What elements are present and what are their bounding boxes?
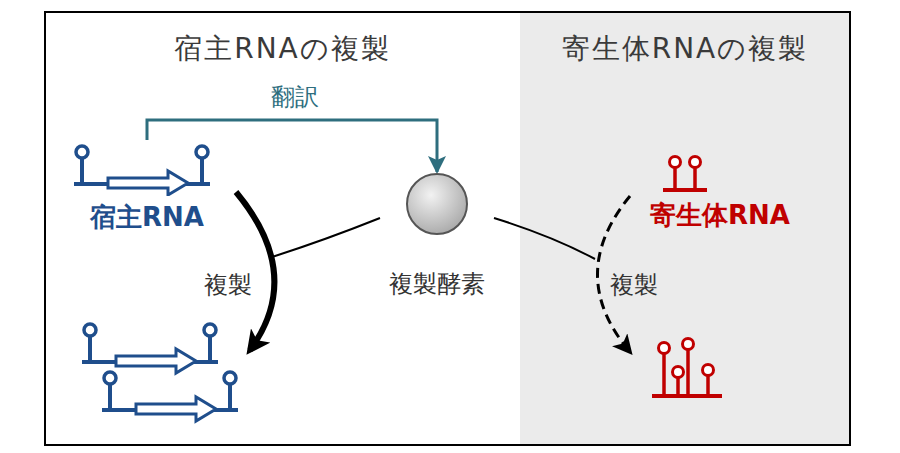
process-label: 複製 xyxy=(610,269,658,301)
rna-glyph xyxy=(660,150,710,194)
node-label: 寄生体RNA xyxy=(620,198,820,233)
parasite-rna-copies xyxy=(652,339,722,397)
rna-glyph xyxy=(663,157,707,191)
rna-glyph xyxy=(74,146,210,195)
node-label: 複製酵素 xyxy=(372,268,502,300)
host-rna-copy xyxy=(82,324,218,373)
enzyme-leader xyxy=(494,218,595,259)
enzyme-circle xyxy=(407,174,467,234)
region-heading: 寄生体RNAの複製 xyxy=(520,30,850,68)
host-rna-copy xyxy=(102,372,238,421)
enzyme-circle: 複製酵素 xyxy=(372,172,502,300)
translation-connector xyxy=(147,120,437,172)
process-label: 複製 xyxy=(204,269,252,301)
host-rna: 宿主RNA xyxy=(72,140,222,235)
parasite-rna: 寄生体RNA xyxy=(620,150,820,233)
rna-glyph xyxy=(72,140,212,196)
edge-label: 翻訳 xyxy=(268,81,322,113)
node-label: 宿主RNA xyxy=(72,200,222,235)
enzyme-circle xyxy=(372,172,502,236)
enzyme-leader xyxy=(272,218,380,257)
region-panel: 宿主RNAの複製宿主RNA 複製酵素 xyxy=(45,12,520,445)
region-panel: 寄生体RNAの複製寄生体RNA xyxy=(520,12,850,445)
outer-frame xyxy=(45,12,850,445)
region-heading: 宿主RNAの複製 xyxy=(45,30,520,68)
parasite-region-ground xyxy=(520,12,850,445)
